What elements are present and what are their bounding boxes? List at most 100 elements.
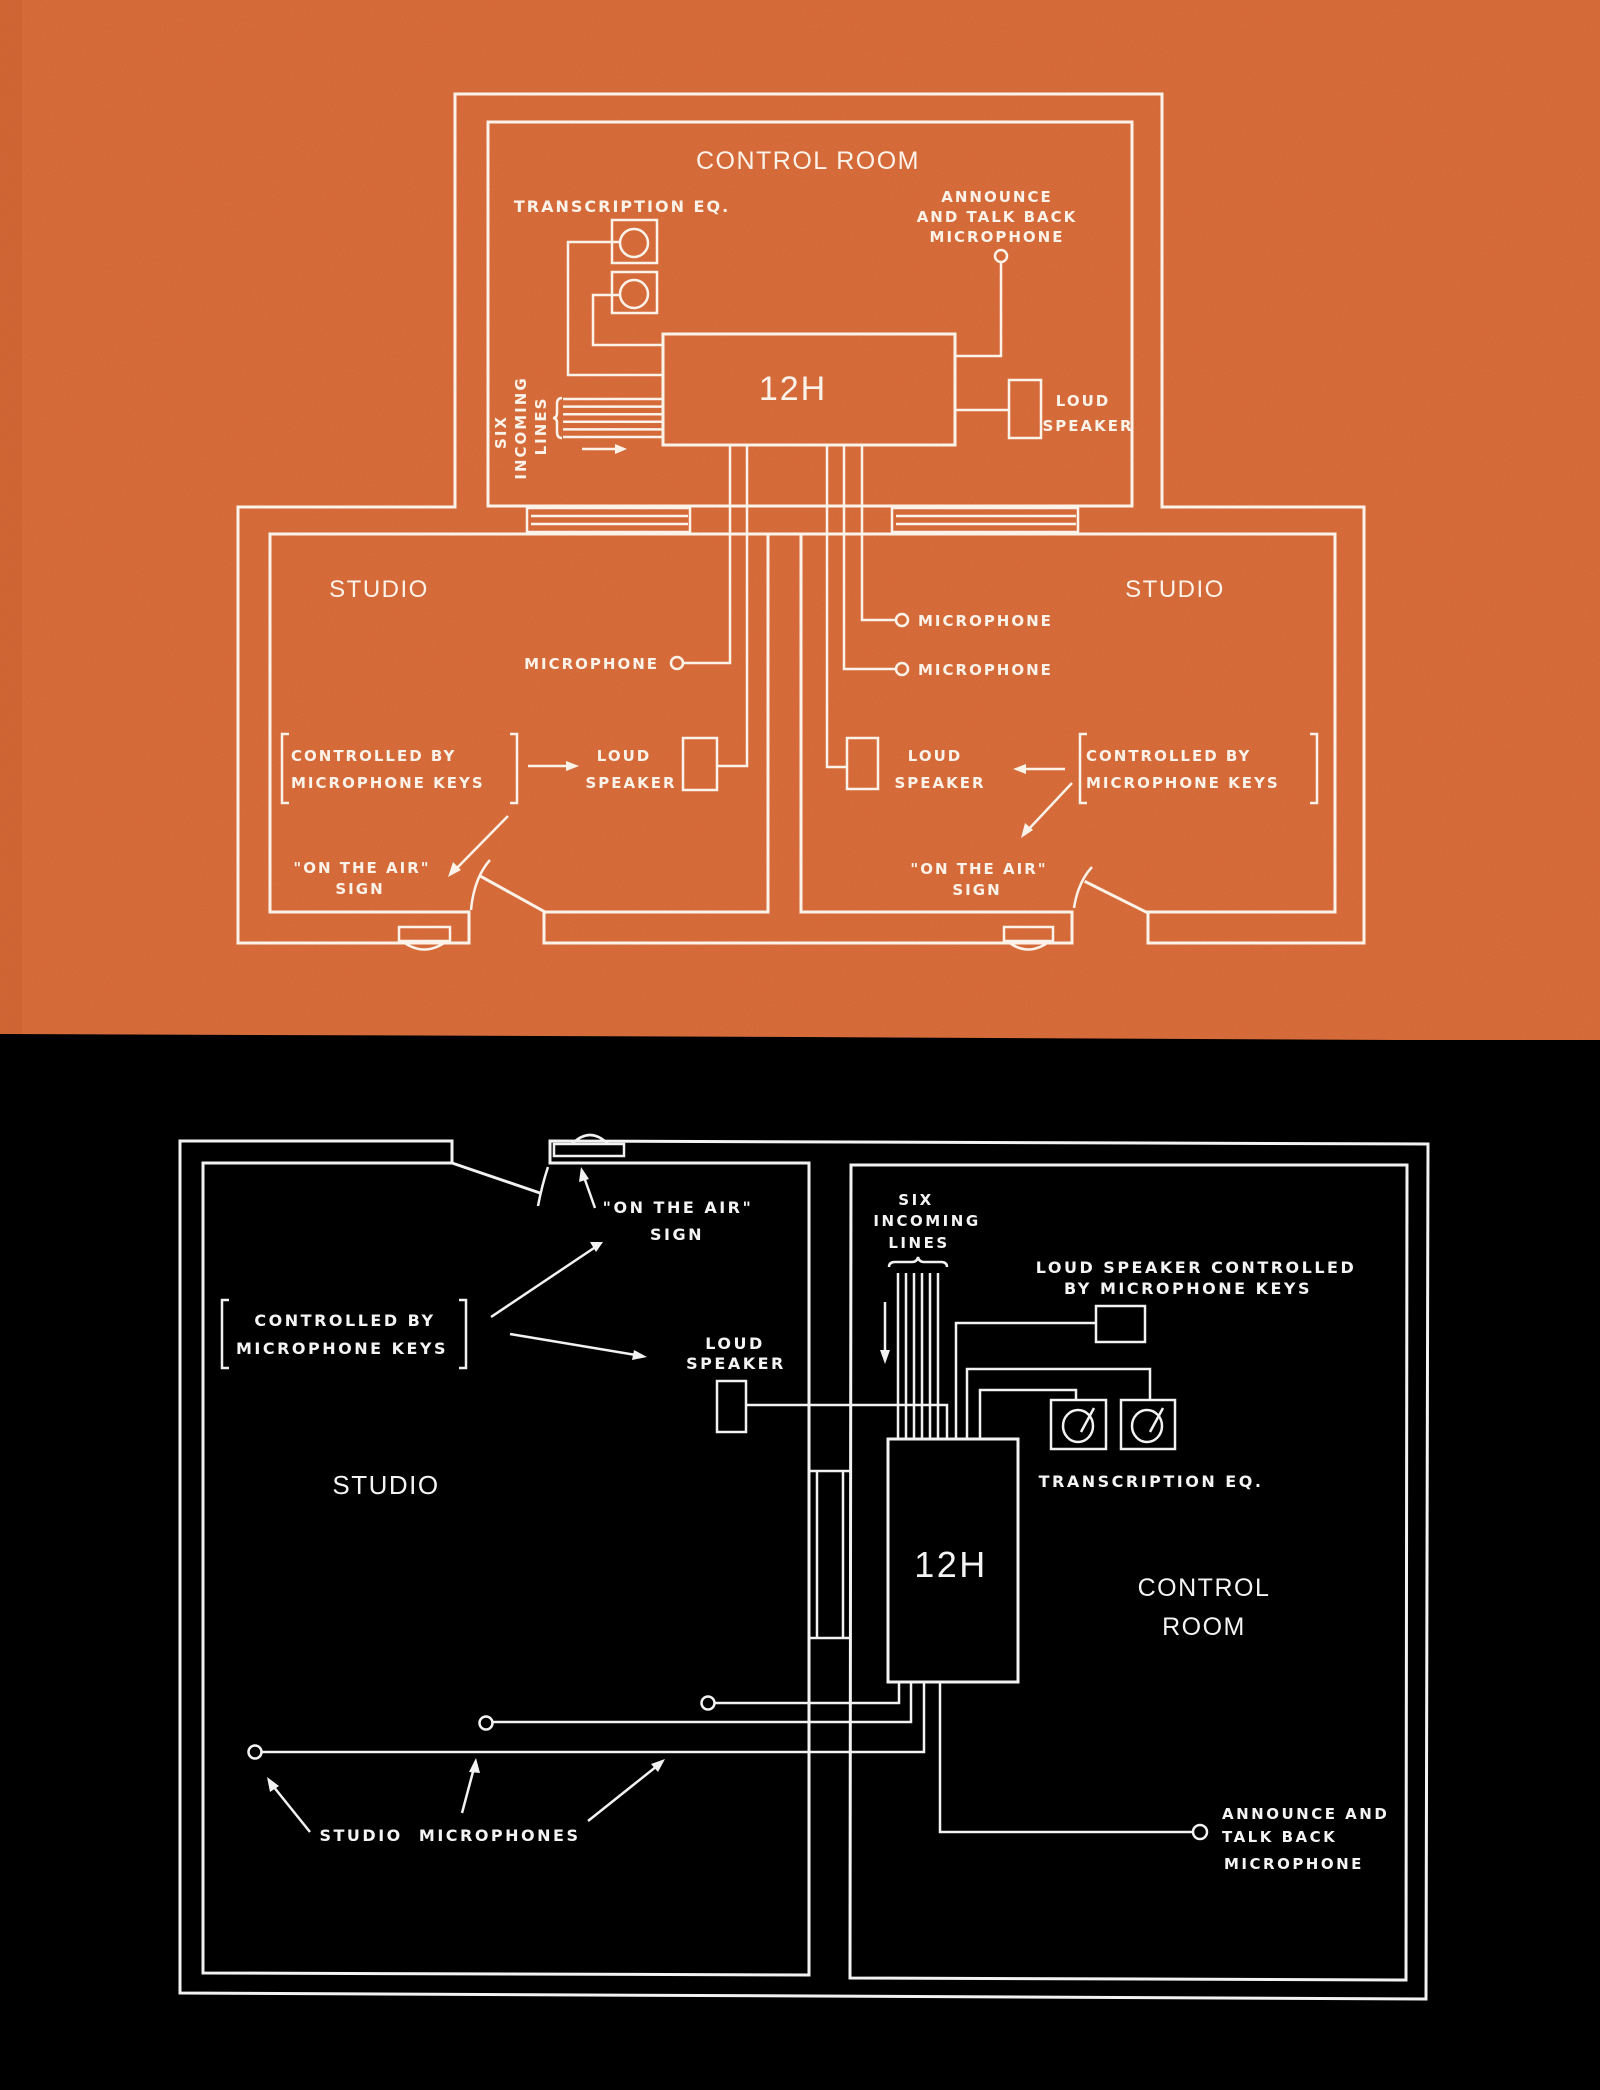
announce-mic-label-line-3: MICROPHONE [930, 228, 1065, 246]
observation-window [810, 1469, 851, 1640]
announce-mic-label-line-1: ANNOUNCE [941, 188, 1052, 206]
control-room-inner-wall [848, 1163, 1409, 1982]
right-studio-door [1072, 866, 1151, 916]
right-speaker-wire [825, 445, 847, 769]
incoming-label-incoming: INCOMING [873, 1212, 980, 1230]
incoming-lines [563, 397, 663, 439]
incoming-label-lines: LINES [888, 1234, 949, 1252]
controlled-to-speaker-arrow-icon [509, 1332, 647, 1360]
left-speaker-wire [717, 445, 749, 768]
controlled-label-line-1: CONTROLLED BY [254, 1311, 435, 1330]
right-studio-mic-2-label: MICROPHONE [918, 661, 1053, 679]
left-sign-label-line-2: SIGN [335, 880, 384, 898]
right-on-air-sign-icon [1002, 925, 1055, 951]
left-studio-door [469, 859, 548, 915]
right-studio-inner-wall [799, 532, 1337, 914]
studio-microphone-2-icon [478, 1715, 494, 1731]
right-studio-loudspeaker-icon [845, 736, 880, 791]
incoming-lines-label: SIX INCOMING LINES [492, 376, 550, 479]
right-controlled-label-line-2: MICROPHONE KEYS [1086, 774, 1280, 792]
incoming-label-lines: LINES [532, 397, 550, 456]
studio-mic-1-wire [714, 1682, 901, 1705]
studio-label: STUDIO [332, 1470, 439, 1500]
left-edge-shade [0, 0, 22, 1040]
studio-microphone-3-icon [247, 1744, 263, 1760]
turntable-2-wire [965, 1367, 1152, 1439]
amplifier-12h-box [886, 1437, 1020, 1684]
right-studio-microphone-2-icon [894, 661, 910, 677]
left-to-sign-arrow-icon [448, 815, 509, 877]
studio-inner-wall [201, 1161, 811, 1977]
right-studio-mic-1-label: MICROPHONE [918, 612, 1053, 630]
studio-mic-3-wire [261, 1682, 926, 1754]
control-room-inner-wall [486, 120, 1134, 508]
left-studio-microphone-icon [669, 655, 685, 671]
incoming-lines-brace [552, 396, 563, 440]
controlled-bracket-left [220, 1298, 229, 1370]
control-speaker-label-line-1: LOUD [1056, 392, 1110, 410]
studio-microphone-1-icon [700, 1695, 716, 1711]
studio-mic-2-wire [492, 1682, 913, 1724]
left-on-air-sign-icon [397, 925, 452, 951]
incoming-lines-brace [887, 1256, 949, 1268]
right-speaker-label-line-1: LOUD [908, 747, 962, 765]
left-observation-window [525, 506, 692, 534]
amplifier-12h-label: 12H [759, 370, 827, 408]
transcription-label: TRANSCRIPTION EQ. [514, 197, 730, 216]
studio-speaker-wire [746, 1403, 949, 1439]
announce-mic-label-line-1: ANNOUNCE AND [1222, 1805, 1389, 1823]
left-studio-loudspeaker-icon [681, 736, 719, 792]
transcription-turntable-1-icon [1049, 1398, 1108, 1451]
top-floor-plan: CONTROL ROOM TRANSCRIPTION EQ. 12H ANNOU… [236, 92, 1366, 951]
amplifier-12h-box [661, 332, 957, 447]
right-sign-label-line-2: SIGN [952, 881, 1001, 899]
top-outer-wall [236, 92, 1366, 945]
left-controlled-label-line-2: MICROPHONE KEYS [291, 774, 485, 792]
incoming-down-arrow-icon [880, 1302, 890, 1364]
announce-mic-label-line-3: MICROPHONE [1224, 1855, 1364, 1873]
control-speaker-label-line-2: SPEAKER [1042, 417, 1133, 435]
right-studio-label: STUDIO [1125, 576, 1225, 603]
announce-mic-label-line-2: TALK BACK [1222, 1828, 1337, 1846]
sign-label-line-1: "ON THE AIR" [603, 1198, 754, 1217]
left-mic-wire [684, 445, 732, 665]
studio-mic-arrow-3-icon [587, 1759, 665, 1822]
control-speaker-label-line-2: BY MICROPHONE KEYS [1064, 1279, 1312, 1298]
announce-mic-wire [955, 262, 1003, 358]
controlled-bracket-right [459, 1298, 468, 1370]
control-room-label: CONTROL ROOM [696, 147, 920, 175]
studio-mic-arrow-2-icon [460, 1758, 480, 1814]
control-speaker-label-line-1: LOUD SPEAKER CONTROLLED [1036, 1258, 1357, 1277]
studio-mic-arrow-1-icon [267, 1777, 311, 1833]
turntable-1-wire [566, 240, 663, 377]
bottom-floor-plan: "ON THE AIR" SIGN CONTROLLED BY MICROPHO… [178, 1133, 1430, 2001]
incoming-label-incoming: INCOMING [512, 376, 530, 479]
left-controlled-bracket-right [510, 732, 519, 805]
studio-speaker-label-line-1: LOUD [705, 1334, 765, 1353]
studio-loudspeaker-icon [715, 1379, 748, 1434]
turntable-2-wire [591, 293, 663, 347]
sign-label-line-2: SIGN [650, 1225, 704, 1244]
right-controlled-bracket-right [1310, 732, 1319, 805]
right-to-sign-arrow-icon [1021, 782, 1073, 838]
incoming-label-six: SIX [492, 415, 510, 449]
left-controlled-bracket-left [280, 732, 289, 805]
announce-mic-label-line-2: AND TALK BACK [917, 208, 1078, 226]
right-to-speaker-arrow-icon [1013, 764, 1065, 774]
right-speaker-label-line-2: SPEAKER [894, 774, 985, 792]
incoming-label-six: SIX [898, 1191, 933, 1209]
left-sign-label-line-1: "ON THE AIR" [293, 859, 430, 877]
right-observation-window [890, 506, 1080, 534]
left-to-speaker-arrow-icon [528, 761, 579, 771]
right-controlled-bracket-left [1078, 732, 1087, 805]
sign-pointer-arrow-icon [579, 1167, 597, 1209]
amplifier-12h-label: 12H [914, 1544, 988, 1585]
announce-mic-labels: ANNOUNCE AND TALK BACK MICROPHONE [917, 188, 1078, 246]
incoming-lines [896, 1273, 940, 1439]
right-sign-label-line-1: "ON THE AIR" [910, 860, 1047, 878]
right-controlled-label-line-1: CONTROLLED BY [1086, 747, 1251, 765]
turntable-1-wire [978, 1388, 1078, 1439]
left-speaker-label-line-1: LOUD [597, 747, 651, 765]
